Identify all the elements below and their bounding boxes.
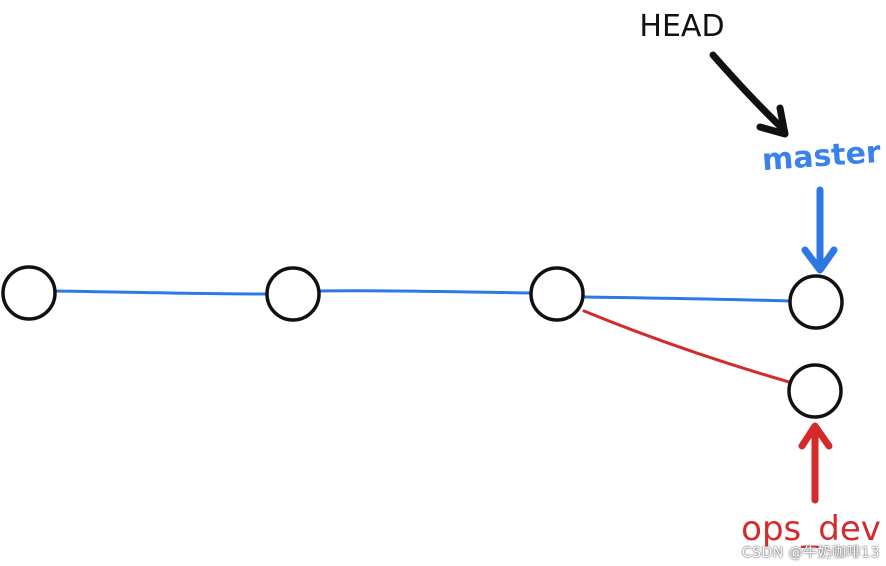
- head-label: HEAD: [639, 9, 724, 44]
- commit-line-2-3: [319, 289, 532, 295]
- commit-node-master: [788, 274, 844, 330]
- commit-node-1: [1, 265, 57, 321]
- commit-line-1-2: [53, 289, 268, 296]
- ops-dev-branch-label: ops_dev: [741, 509, 881, 549]
- commit-line-3-master: [583, 295, 791, 303]
- head-arrow: [709, 51, 789, 138]
- watermark: CSDN @牛奶咖啡13: [741, 545, 880, 561]
- ops-dev-arrow: [798, 422, 833, 504]
- commit-node-ops-dev: [787, 363, 843, 419]
- master-arrow: [801, 186, 838, 274]
- master-branch-label: master: [761, 135, 882, 178]
- commit-node-2: [265, 266, 321, 322]
- commit-line-3-ops-dev: [582, 309, 791, 384]
- commit-node-3: [529, 266, 585, 322]
